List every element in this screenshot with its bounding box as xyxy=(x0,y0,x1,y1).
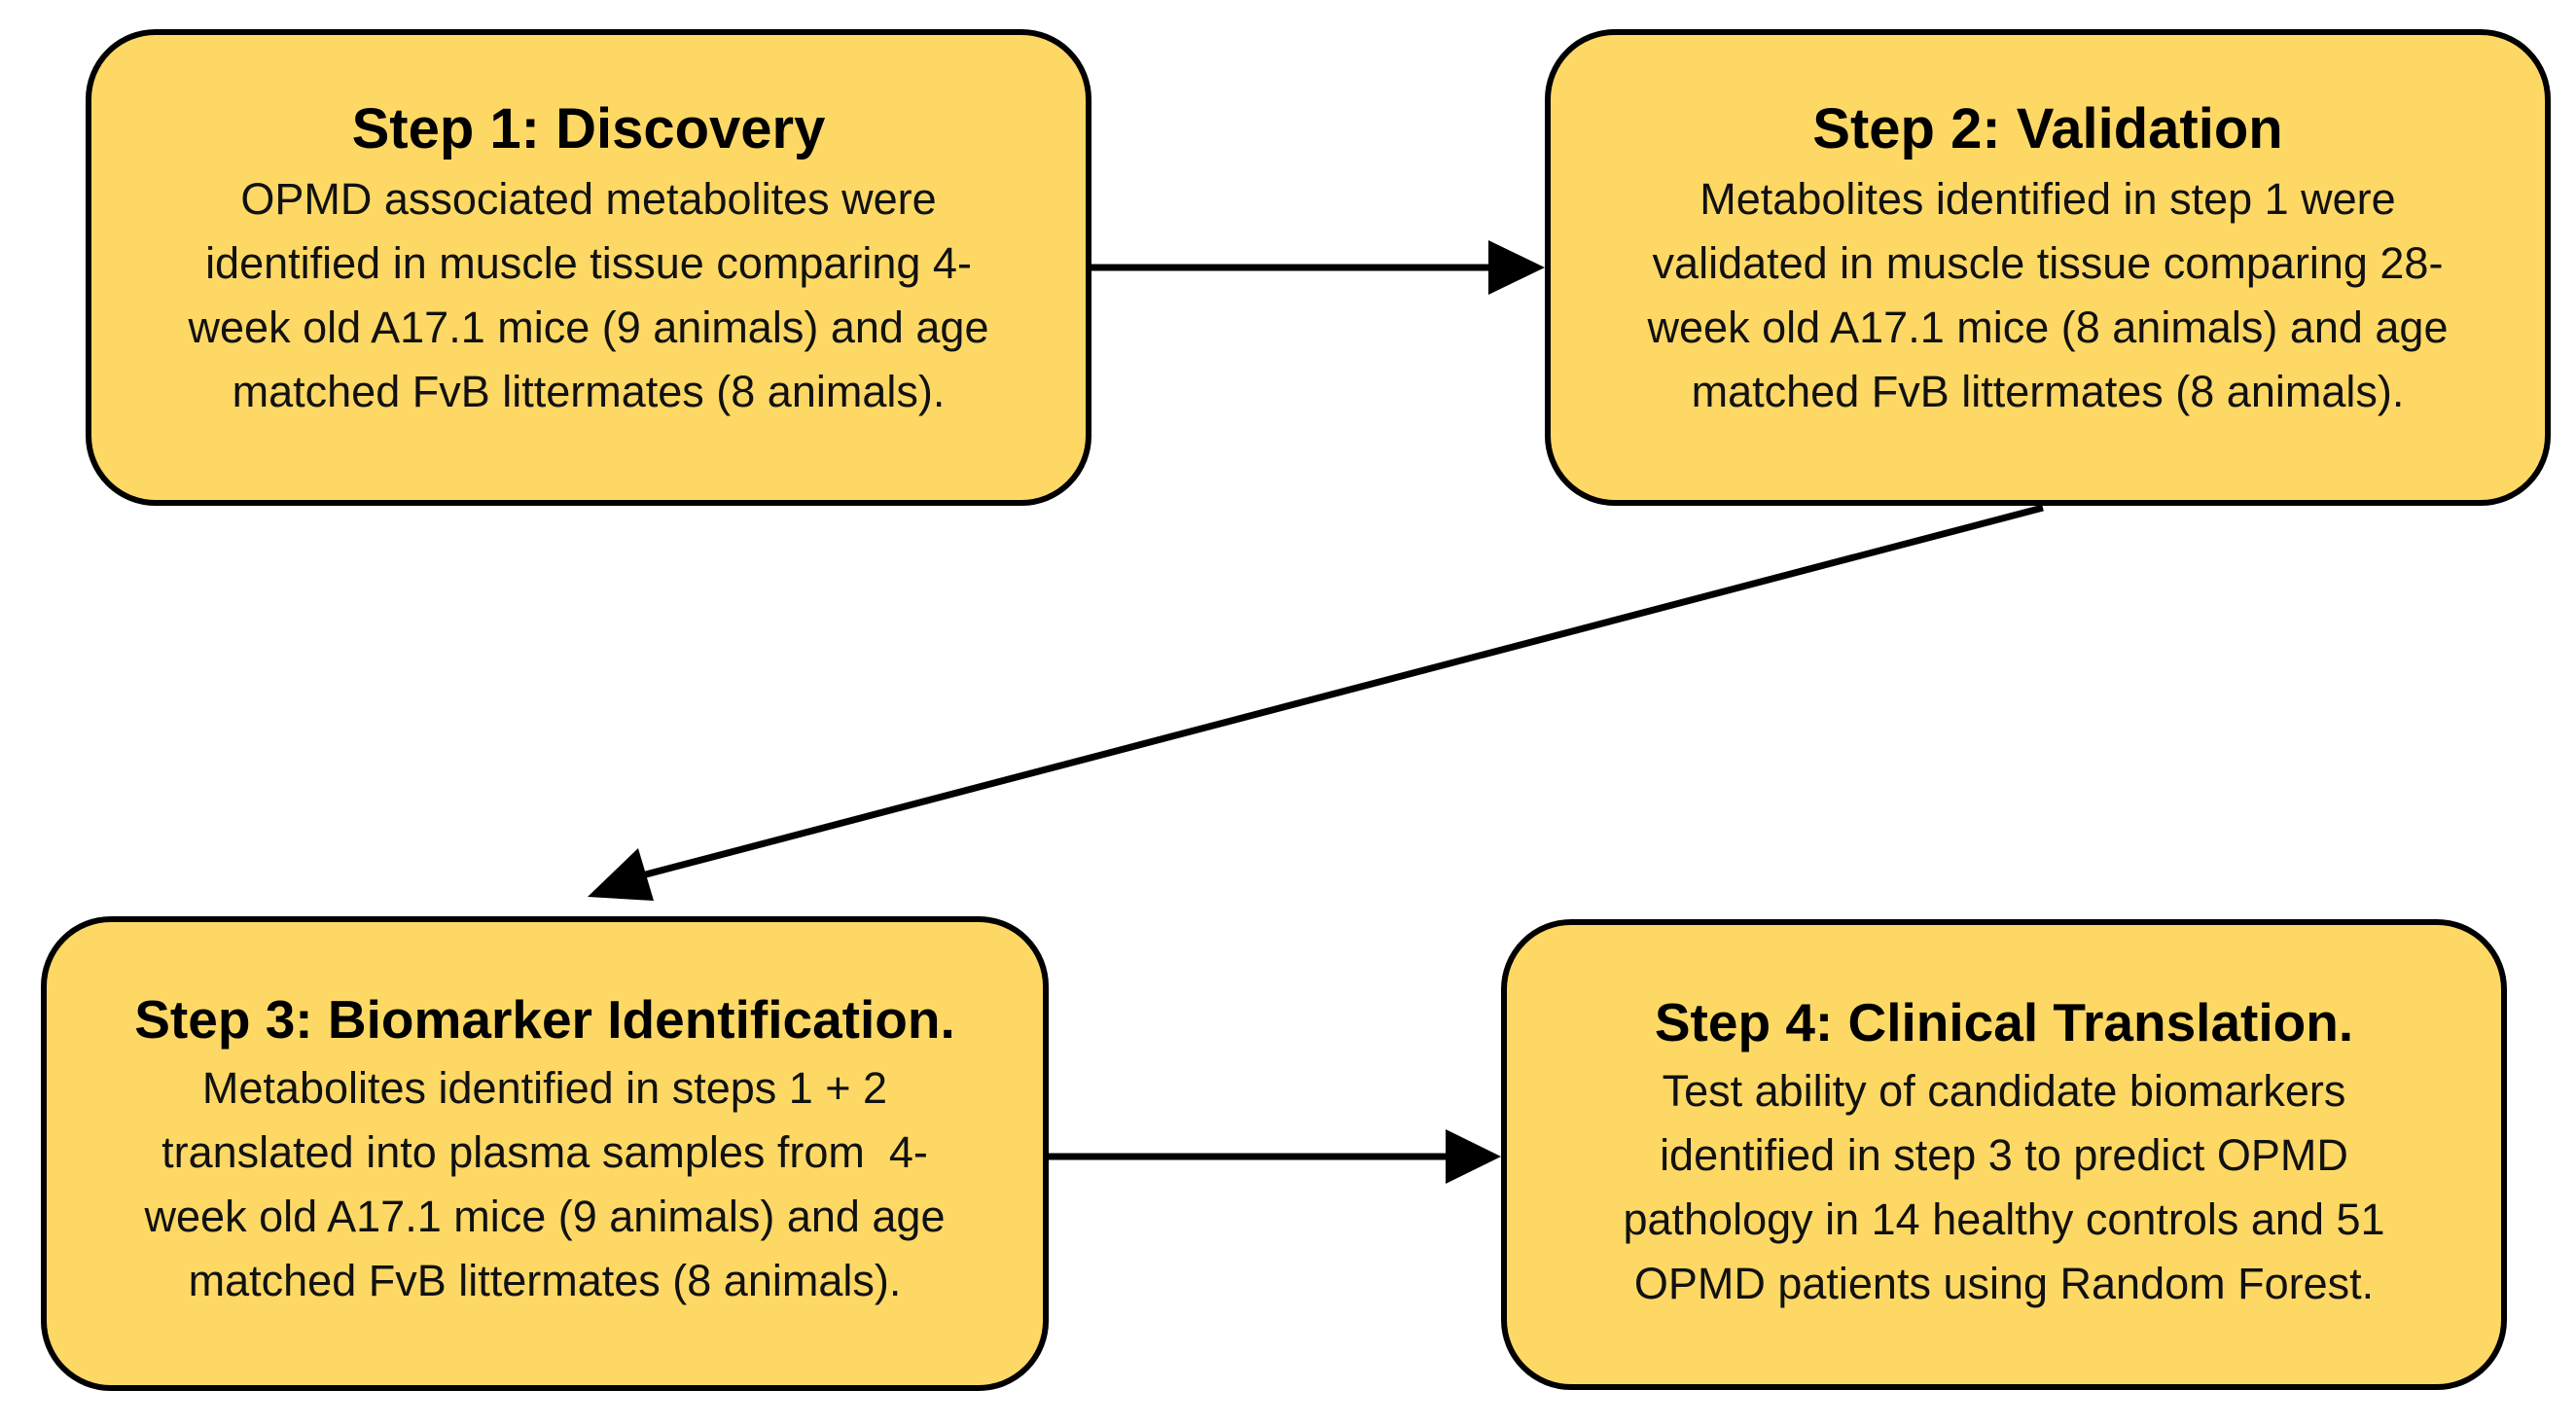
step-description-line: week old A17.1 mice (9 animals) and age xyxy=(188,303,989,352)
step-box-clinical-translation: Step 4: Clinical Translation. Test abili… xyxy=(1501,919,2507,1390)
step-description-line: OPMD patients using Random Forest. xyxy=(1633,1259,2375,1308)
step-description-line: matched FvB littermates (8 animals). xyxy=(1691,367,2405,416)
step-box-biomarker-identification: Step 3: Biomarker Identification. Metabo… xyxy=(41,916,1049,1391)
step-title: Step 1: Discovery xyxy=(351,97,826,160)
step-description-line: pathology in 14 healthy controls and 51 xyxy=(1623,1194,2385,1244)
step-description-line: matched FvB littermates (8 animals). xyxy=(188,1256,902,1305)
step-description-line: validated in muscle tissue comparing 28- xyxy=(1652,238,2444,288)
arrow-step3-to-step4 xyxy=(1049,1129,1501,1184)
step-description-line: OPMD associated metabolites were xyxy=(240,174,937,224)
step-description-line: translated into plasma samples from 4- xyxy=(161,1127,928,1177)
arrow-step1-to-step2 xyxy=(1091,240,1545,295)
step-description-line: week old A17.1 mice (8 animals) and age xyxy=(1647,303,2449,352)
step-description-line: matched FvB littermates (8 animals). xyxy=(232,367,946,416)
step-description-line: Metabolites identified in step 1 were xyxy=(1699,174,2396,224)
step-title: Step 2: Validation xyxy=(1812,97,2283,160)
step-description: Metabolites identified in steps 1 + 2 tr… xyxy=(145,1056,946,1313)
step-description: Metabolites identified in step 1 were va… xyxy=(1648,167,2449,424)
step-description-line: week old A17.1 mice (9 animals) and age xyxy=(144,1192,946,1241)
step-title: Step 4: Clinical Translation. xyxy=(1654,992,2354,1052)
step-description-line: Metabolites identified in steps 1 + 2 xyxy=(201,1063,888,1113)
step-box-validation: Step 2: Validation Metabolites identifie… xyxy=(1545,29,2551,506)
step-description-line: identified in muscle tissue comparing 4- xyxy=(205,238,972,288)
step-description-line: identified in step 3 to predict OPMD xyxy=(1660,1130,2348,1180)
step-title: Step 3: Biomarker Identification. xyxy=(134,989,955,1050)
step-description-line: Test ability of candidate biomarkers xyxy=(1662,1066,2346,1116)
step-description: OPMD associated metabolites were identif… xyxy=(189,167,989,424)
step-box-discovery: Step 1: Discovery OPMD associated metabo… xyxy=(86,29,1091,506)
step-description: Test ability of candidate biomarkers ide… xyxy=(1623,1059,2384,1316)
arrow-step2-to-step3 xyxy=(588,504,2044,901)
